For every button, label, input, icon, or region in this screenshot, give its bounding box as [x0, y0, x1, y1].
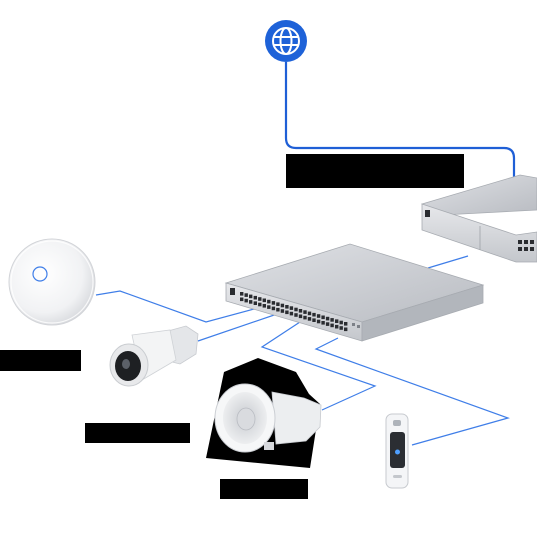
switch-port: [335, 324, 339, 329]
switch-port: [307, 311, 312, 316]
gateway-label: [286, 154, 464, 188]
switch-port: [289, 311, 294, 316]
switch-port: [240, 292, 244, 296]
switch-port: [285, 305, 289, 309]
switch-port: [258, 297, 262, 301]
switch-port: [316, 314, 321, 318]
switch-port: [303, 310, 307, 314]
switch-port: [267, 305, 271, 309]
switch-port: [294, 313, 298, 317]
camera-label: [85, 423, 190, 443]
switch-port: [276, 307, 280, 312]
switch-port: [312, 312, 316, 317]
switch-port: [330, 318, 334, 322]
switch-port: [267, 299, 271, 304]
switch-port: [285, 310, 289, 315]
switch-port: [339, 326, 343, 330]
switch-port: [321, 315, 325, 320]
switch-port: [303, 315, 307, 320]
switch-port: [298, 309, 303, 313]
switch-port: [325, 322, 330, 326]
switch-port: [312, 318, 316, 322]
switch-port: [330, 323, 334, 328]
bullet-camera-device: [109, 325, 199, 387]
camera-link-line: [197, 311, 284, 342]
switch-port: [258, 302, 262, 307]
switch-port: [280, 303, 285, 308]
gateway-rack-device: [420, 174, 537, 263]
switch-port: [244, 298, 248, 303]
intercom-link-line: [314, 337, 510, 446]
switch-port: [262, 304, 266, 308]
speaker-link-line: [260, 321, 377, 411]
switch-port: [316, 319, 321, 324]
switch-port: [339, 320, 343, 325]
intercom-reader-device: [385, 413, 409, 489]
access-point-label: [0, 350, 81, 371]
switch-port: [321, 321, 325, 325]
switch-port: [253, 295, 257, 300]
internet-uplink-line: [284, 62, 516, 180]
switch-port: [298, 314, 303, 319]
switch-port: [335, 319, 339, 323]
horn-speaker-device: [214, 383, 322, 453]
switch-port: [249, 300, 253, 304]
switch-port: [240, 297, 244, 302]
switch-port-array: [240, 292, 348, 332]
wireless-access-point-device: [8, 238, 96, 326]
switch-port: [325, 316, 330, 321]
network-switch-device: [224, 243, 485, 342]
gateway-to-switch-line: [427, 255, 469, 269]
switch-port: [344, 327, 348, 332]
switch-port: [271, 301, 276, 305]
switch-port: [276, 302, 280, 306]
switch-port: [280, 309, 285, 313]
switch-port: [289, 306, 294, 310]
speaker-label: [220, 479, 308, 499]
switch-port: [307, 317, 312, 321]
switch-port: [244, 293, 248, 297]
access-point-link-line: [95, 290, 259, 323]
switch-port: [294, 307, 298, 312]
switch-port: [262, 298, 266, 303]
globe-icon: [265, 20, 307, 62]
switch-port: [271, 306, 276, 311]
switch-port: [249, 294, 253, 299]
switch-port: [253, 301, 257, 305]
switch-port: [344, 322, 348, 326]
